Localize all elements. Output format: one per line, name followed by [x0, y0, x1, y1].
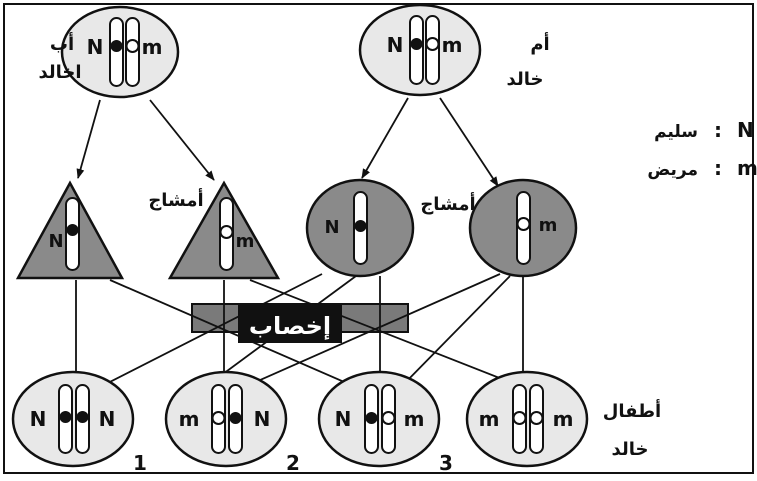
child-cell-2: m N — [164, 370, 288, 468]
allele-marker — [76, 411, 89, 423]
allele-label: m — [179, 407, 200, 431]
father-cell: N m — [60, 5, 180, 99]
allele-marker — [354, 220, 367, 232]
legend-meaning: مريض — [647, 160, 698, 180]
allele-label: m — [539, 215, 558, 236]
allele-marker — [229, 412, 242, 424]
allele-label: m — [142, 35, 163, 59]
allele-marker — [516, 217, 531, 231]
father-gamete-m: m — [167, 180, 281, 280]
children-label-line2: خالد — [612, 439, 649, 460]
fertilization-label-box — [238, 305, 342, 343]
allele-label: m — [404, 407, 425, 431]
allele-marker — [110, 40, 123, 52]
legend: N : سليم m : مريض — [647, 118, 757, 180]
legend-separator: : — [714, 118, 722, 142]
legend-meaning: سليم — [654, 122, 698, 142]
child-cell-1: N N — [11, 370, 135, 468]
legend-symbol: m — [737, 156, 757, 180]
child-cell-3: N m — [317, 370, 441, 468]
gametes-label-right: أمشاج — [420, 192, 475, 215]
child-number-2: 2 — [286, 451, 300, 475]
allele-marker — [381, 411, 396, 425]
fertilization-arrows — [72, 273, 527, 396]
allele-label: N — [324, 217, 339, 238]
children-label-line1: أطفال — [603, 399, 661, 422]
father-label-line1: أب — [50, 32, 74, 55]
allele-marker — [512, 411, 527, 425]
mother-gamete-m: m — [468, 178, 578, 278]
mother-label-line1: أم — [530, 32, 549, 55]
mother-label-line2: خالد — [507, 69, 544, 90]
allele-label: N — [99, 407, 116, 431]
allele-marker — [425, 37, 440, 51]
diagram-frame — [3, 3, 754, 474]
child-cell-4: m m — [465, 370, 589, 468]
allele-marker — [66, 224, 79, 236]
allele-label: m — [236, 231, 255, 252]
fertilization-label: إخصاب — [249, 312, 331, 340]
allele-label: m — [442, 33, 463, 57]
father-label-line2: اخالد — [38, 62, 81, 83]
allele-label: m — [553, 407, 574, 431]
allele-marker — [365, 412, 378, 424]
mother-cell: N m — [358, 3, 482, 97]
allele-label: m — [479, 407, 500, 431]
allele-marker — [125, 39, 140, 53]
father-gamete-N: N — [15, 180, 125, 280]
allele-label: N — [30, 407, 47, 431]
legend-separator: : — [714, 156, 722, 180]
child-number-3: 3 — [439, 451, 453, 475]
allele-label: N — [87, 35, 104, 59]
allele-label: N — [387, 33, 404, 57]
meiosis-arrows — [76, 97, 499, 187]
allele-label: N — [335, 407, 352, 431]
allele-label: N — [254, 407, 271, 431]
child-number-1: 1 — [133, 451, 147, 475]
allele-marker — [529, 411, 544, 425]
legend-symbol: N — [737, 118, 754, 142]
allele-marker — [219, 225, 234, 239]
allele-marker — [59, 411, 72, 423]
allele-label: N — [48, 231, 63, 252]
gametes-label-left: أمشاج — [148, 188, 203, 211]
allele-marker — [211, 411, 226, 425]
mother-gamete-N: N — [305, 178, 415, 278]
allele-marker — [410, 38, 423, 50]
